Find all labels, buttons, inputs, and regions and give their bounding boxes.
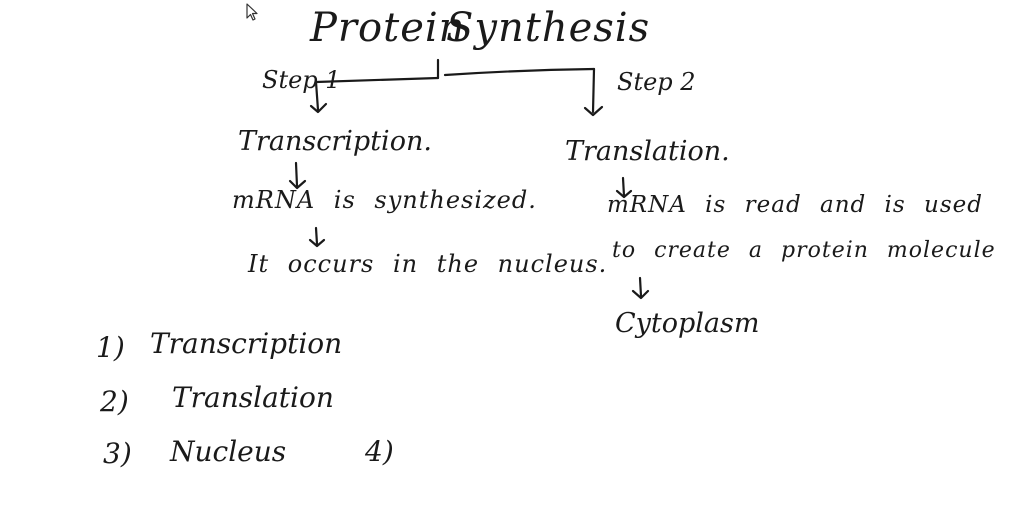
bracket-left — [314, 76, 440, 84]
step-2-label: Step 2 — [617, 68, 696, 96]
left-arrow-2 — [314, 226, 319, 246]
left-line-mrna-synthesized: mRNA is synthesized. — [232, 186, 537, 214]
answer-1-text: Transcription — [150, 327, 343, 360]
left-drop-line — [314, 80, 320, 112]
right-arrow-1-head — [615, 189, 633, 199]
right-line-mrna-read: mRNA is read and is used — [607, 192, 983, 218]
right-drop-line — [591, 67, 596, 114]
right-line-cytoplasm: Cytoplasm — [615, 308, 760, 339]
mouse-pointer-icon — [246, 3, 258, 21]
answer-3-number: 3) — [103, 437, 132, 470]
right-drop-arrowhead — [583, 105, 604, 117]
right-line-create-protein: to create a protein molecule — [612, 238, 996, 263]
right-arrow-2 — [638, 276, 643, 298]
right-heading-translation: Translation. — [565, 136, 730, 167]
left-arrow-2-head — [308, 238, 326, 248]
title-word-protein: Protein — [310, 5, 466, 51]
left-arrow-1 — [294, 161, 299, 188]
answer-2-number: 2) — [100, 385, 129, 418]
answer-3-text: Nucleus — [170, 435, 287, 468]
left-line-occurs-nucleus: It occurs in the nucleus. — [248, 250, 608, 278]
answer-4-number: 4) — [365, 435, 394, 468]
left-heading-transcription: Transcription. — [238, 126, 432, 157]
answer-1-number: 1) — [96, 331, 125, 364]
right-arrow-2-head — [631, 289, 650, 300]
bracket-right — [443, 67, 596, 77]
right-arrow-1 — [621, 176, 626, 198]
step-1-label: Step 1 — [262, 66, 341, 94]
answer-2-text: Translation — [172, 381, 334, 414]
left-drop-arrowhead — [309, 102, 328, 114]
title-word-synthesis: Synthesis — [446, 5, 651, 51]
left-arrow-1-head — [288, 179, 307, 190]
